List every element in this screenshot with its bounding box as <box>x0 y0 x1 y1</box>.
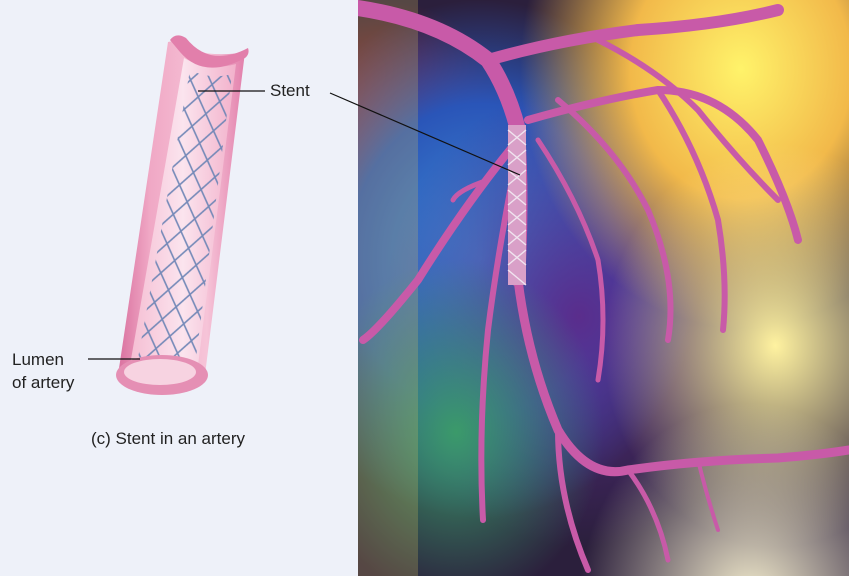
stent-leader-right <box>330 93 520 175</box>
